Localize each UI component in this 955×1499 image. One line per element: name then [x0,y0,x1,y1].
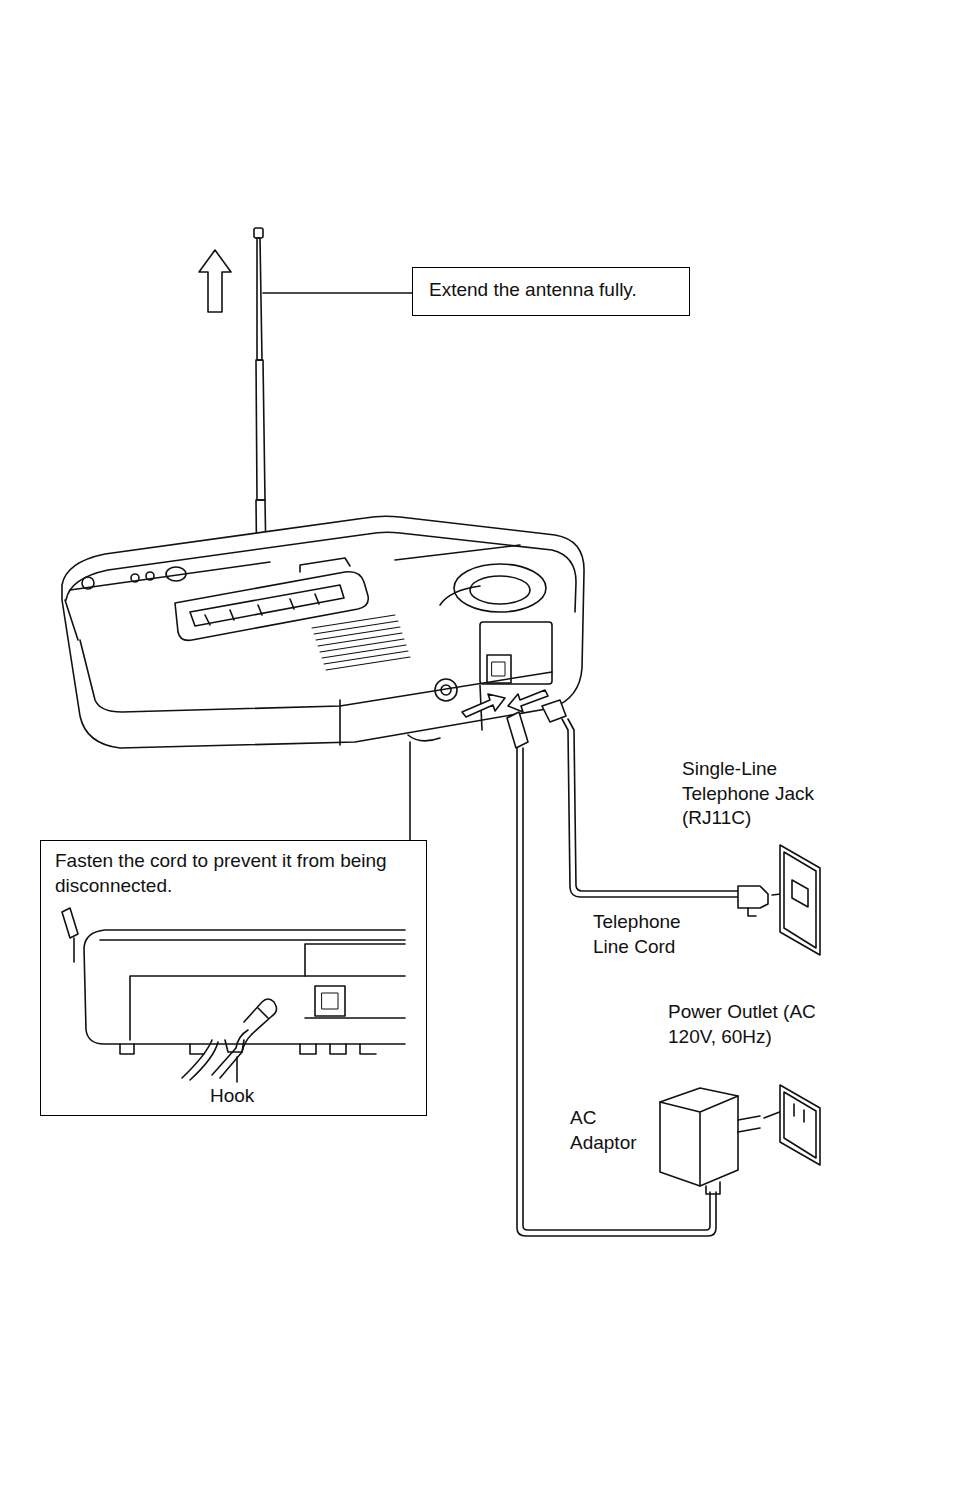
telephone-wall-jack [780,845,820,955]
up-arrow [199,250,231,312]
node-text: Fasten the cord to prevent it from being… [41,841,424,906]
instruction-box: Extend the antenna fully. [412,267,690,316]
base-unit [62,516,584,748]
callout-label: Telephone Line Cord [591,910,707,959]
leader-line [263,292,412,294]
part-label: Hook [208,1084,282,1109]
node-text: Extend the antenna fully. [413,268,653,313]
inset-cord-hook [62,908,405,1082]
ac-adaptor [660,1088,790,1194]
power-outlet [780,1085,820,1165]
leader-line [236,1057,238,1082]
callout-label: AC Adaptor [568,1106,654,1155]
callout-label: Power Outlet (AC 120V, 60Hz) [666,1000,852,1049]
leader-line [409,742,411,840]
inset-box: Fasten the cord to prevent it from being… [40,840,427,1116]
callout-label: Single-Line Telephone Jack (RJ11C) [680,757,852,831]
